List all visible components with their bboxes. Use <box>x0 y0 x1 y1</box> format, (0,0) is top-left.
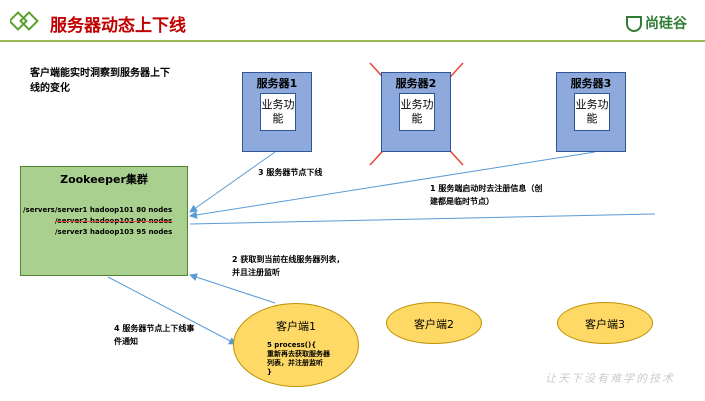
step-4-label: 4 服务器节点上下线事件通知 <box>114 324 195 346</box>
process-line-3: 列表，并注册监听 <box>267 359 323 367</box>
diagram-description: 客户端能实时洞察到服务器上下线的变化 <box>30 68 170 94</box>
client-name: 客户端2 <box>414 318 454 331</box>
server-function: 业务功能 <box>574 93 610 131</box>
client-2: 客户端2 <box>386 302 482 344</box>
server-name: 服务器2 <box>395 77 437 90</box>
server-3: 服务器3 业务功能 <box>556 72 626 152</box>
logo-icon <box>8 11 40 33</box>
zookeeper-title: Zookeeper集群 <box>60 173 148 186</box>
footer-slogan: 让天下没有难学的技术 <box>545 372 675 385</box>
step-1-label: 1 服务端启动时去注册信息（创建都是临时节点） <box>430 184 543 206</box>
brand-logo: 尚硅谷 <box>626 13 687 33</box>
zk-node-server2: /server2 hadoop102 90 nodes <box>55 217 173 225</box>
client-name: 客户端3 <box>585 318 625 331</box>
zk-node-server1: /servers/server1 hadoop101 80 nodes <box>23 206 173 214</box>
server-function: 业务功能 <box>399 93 435 131</box>
process-line-2: 重新再去获取服务器 <box>267 350 330 358</box>
zk-node-server3: /server3 hadoop103 95 nodes <box>55 228 173 236</box>
step-3-label: 3 服务器节点下线 <box>258 168 323 177</box>
process-line-4: } <box>267 368 272 376</box>
server-function: 业务功能 <box>260 93 296 131</box>
page-title: 服务器动态上下线 <box>50 16 186 36</box>
header-divider <box>0 40 705 42</box>
line-zk-right <box>189 213 656 225</box>
brand-name: 尚硅谷 <box>645 16 687 32</box>
arrow-server3-to-zk <box>189 151 596 219</box>
arrow-server1-to-zk <box>189 151 276 213</box>
server-name: 服务器3 <box>570 77 612 90</box>
process-line-1: 5 process(){ <box>267 341 317 349</box>
step-2-label: 2 获取到当前在线服务器列表，并且注册监听 <box>232 255 345 277</box>
client-process-code: 5 process(){ 重新再去获取服务器 列表，并注册监听 } <box>267 341 330 377</box>
server-1: 服务器1 业务功能 <box>242 72 312 152</box>
brand-icon <box>626 16 642 32</box>
client-3: 客户端3 <box>557 302 653 344</box>
arrow-zk-to-client <box>107 276 237 345</box>
zookeeper-cluster: Zookeeper集群 /servers/server1 hadoop101 8… <box>20 166 188 276</box>
client-1: 客户端1 5 process(){ 重新再去获取服务器 列表，并注册监听 } <box>233 303 359 387</box>
server-2: 服务器2 业务功能 <box>381 72 451 152</box>
server-name: 服务器1 <box>256 77 298 90</box>
arrow-client-to-zk <box>189 273 276 304</box>
client-name: 客户端1 <box>276 320 316 333</box>
